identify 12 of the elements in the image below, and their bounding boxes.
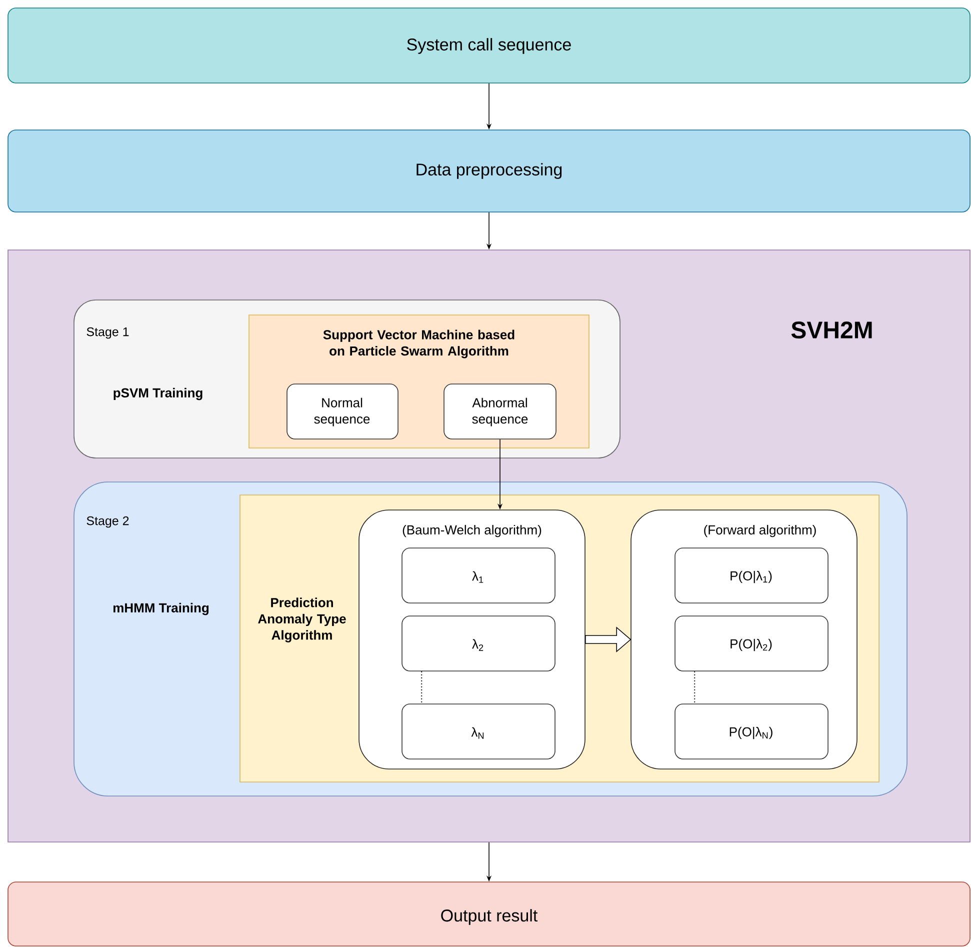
process-box: λ$_{1}$ [402, 548, 556, 604]
process-box: Normal sequence [286, 384, 398, 440]
process-box: P(O|λ$_{N}$) [674, 704, 828, 760]
process-box: λ$_{2}$ [402, 616, 556, 672]
process-box: P(O|λ$_{2}$) [674, 616, 828, 672]
process-box: Data preprocessing [8, 130, 970, 212]
process-box: λ$_{N}$ [402, 704, 556, 760]
process-box: Abnormal sequence [444, 384, 556, 440]
process-box: System call sequence [8, 8, 970, 84]
arrow [585, 626, 632, 652]
process-box: P(O|λ$_{1}$) [674, 548, 828, 604]
output-box: Output result [8, 882, 970, 946]
